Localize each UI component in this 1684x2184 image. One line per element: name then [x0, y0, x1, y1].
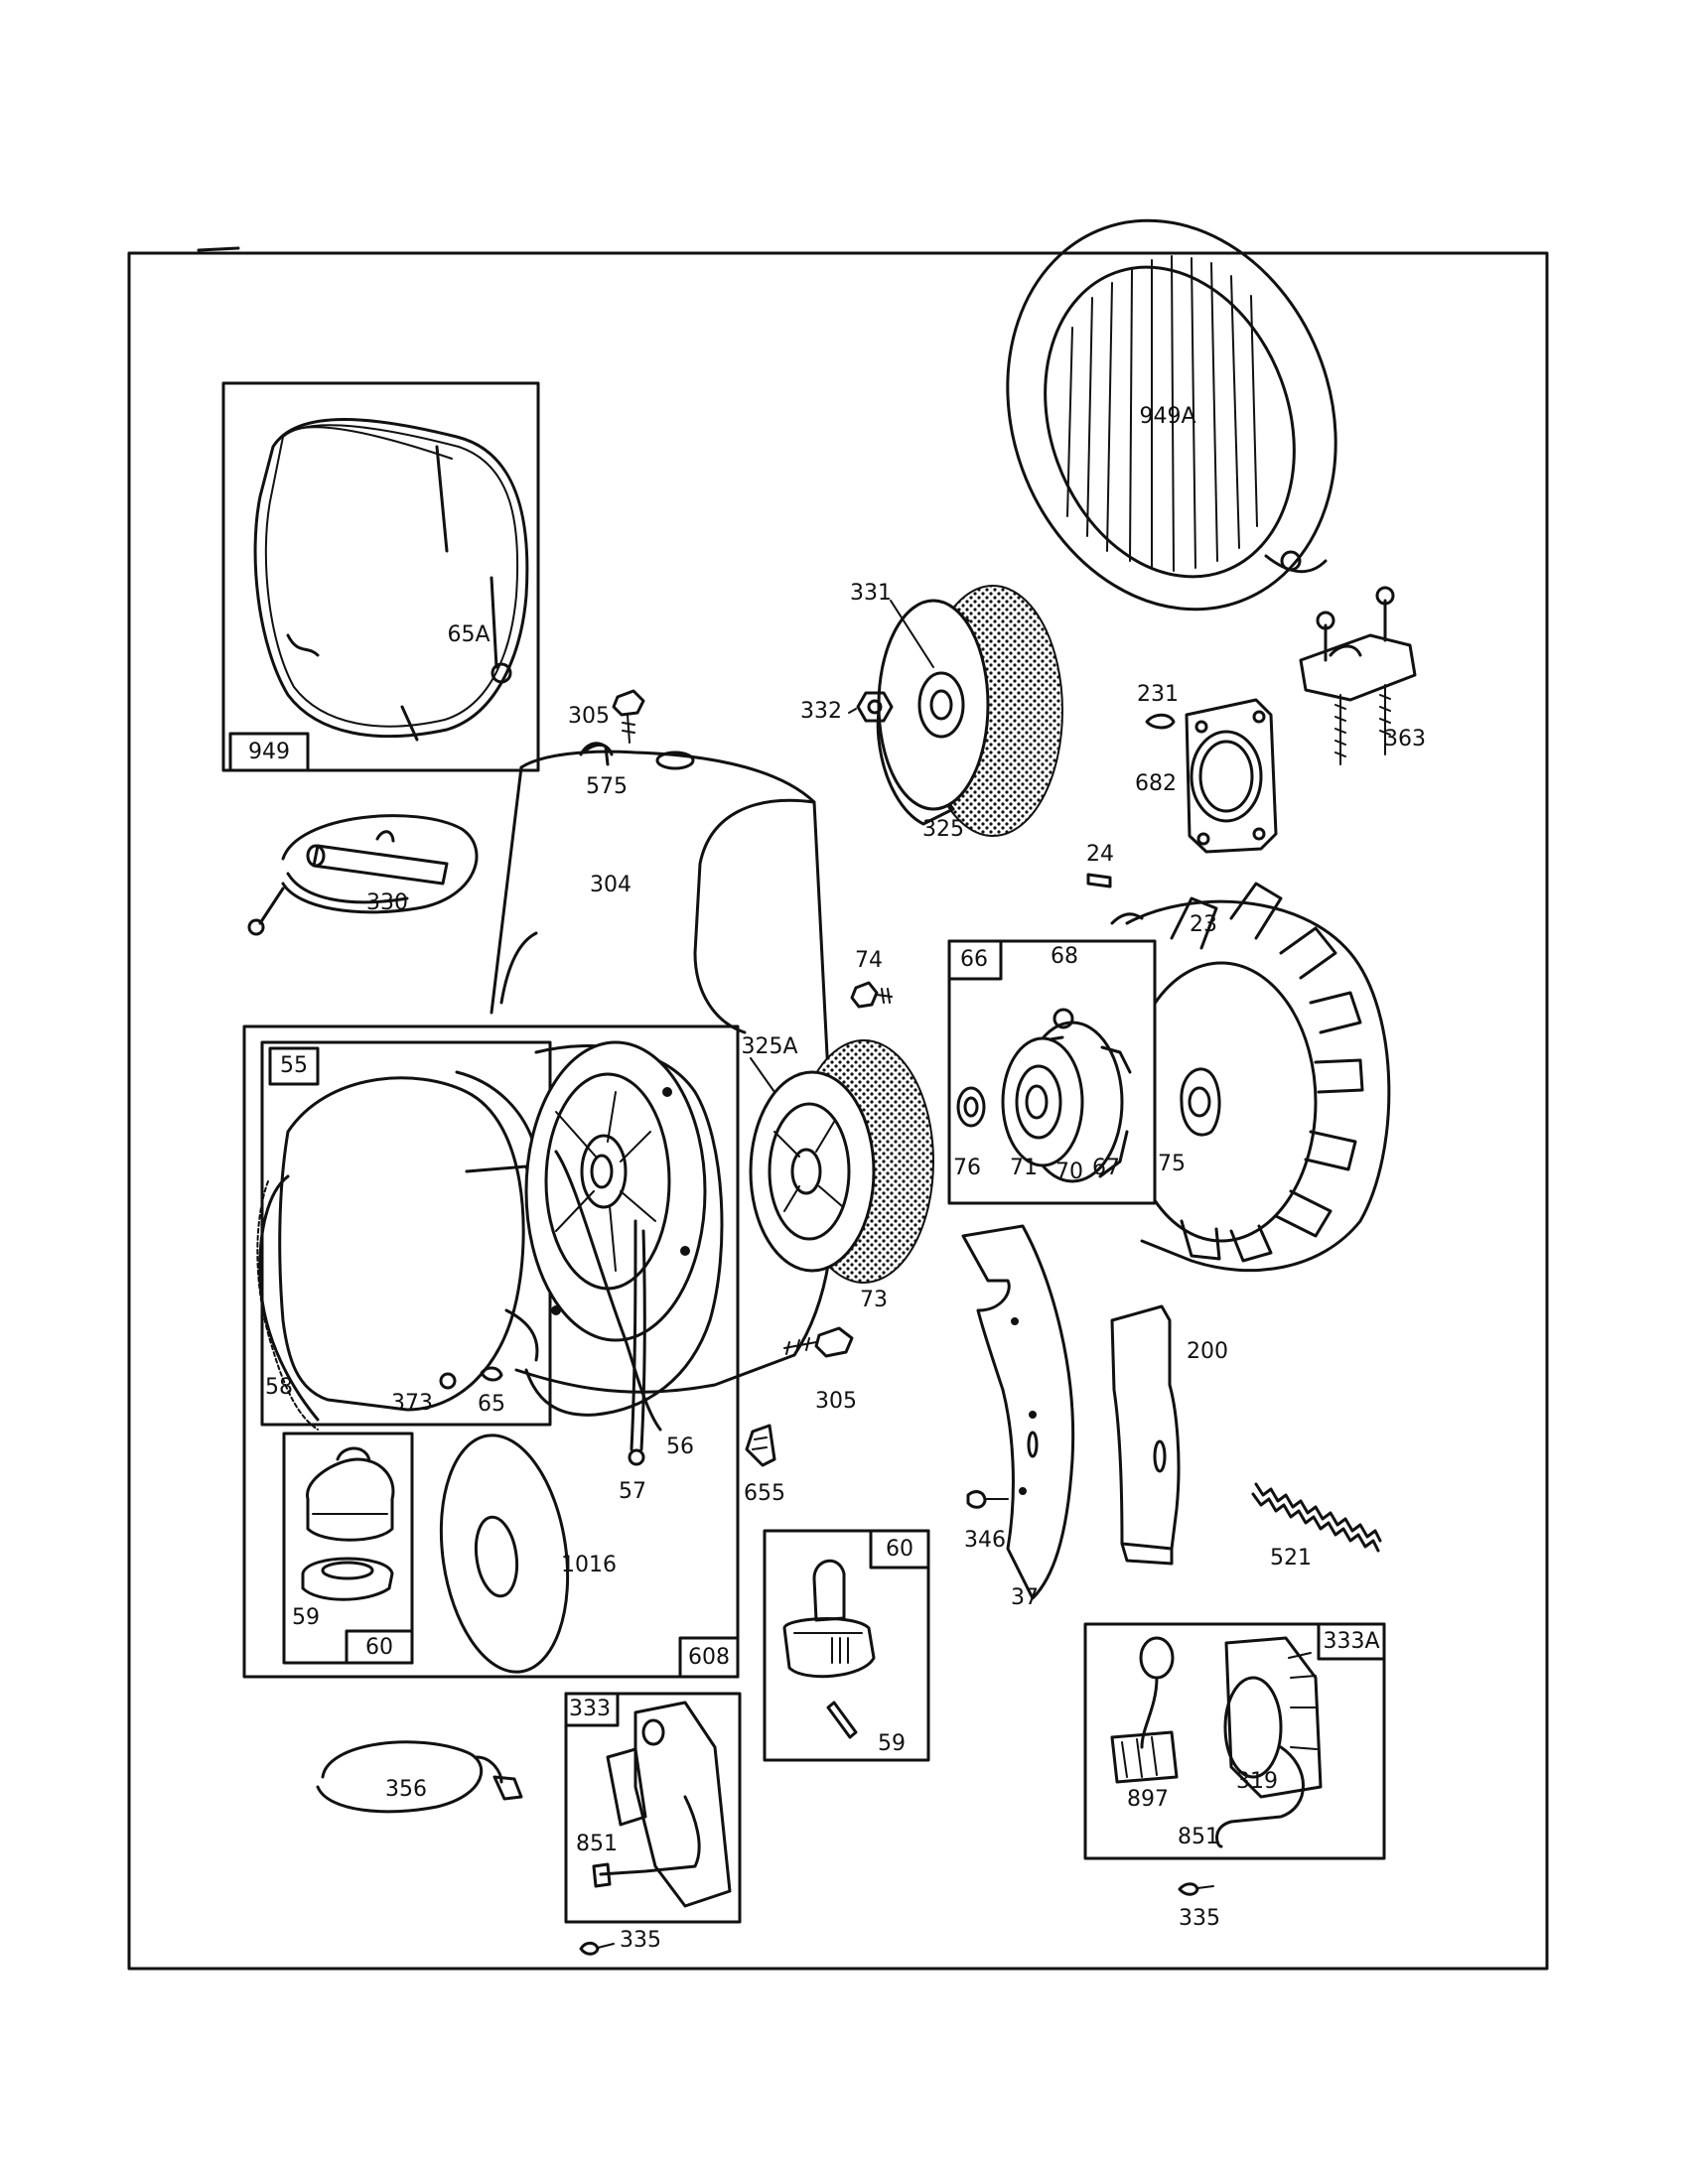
- handle-part: [306, 1457, 395, 1542]
- part-949A: 949A: [1006, 218, 1337, 612]
- label-851-333: 851: [576, 1832, 618, 1856]
- box-label-333: 333: [569, 1697, 611, 1721]
- label-575: 575: [586, 774, 628, 799]
- label-304: 304: [590, 873, 632, 897]
- frame-tick: [197, 246, 240, 252]
- part-305-screw-side: 305 655: [744, 1326, 857, 1506]
- part-23-flywheel: 23 75: [1110, 882, 1391, 1273]
- label-305-top: 305: [568, 704, 610, 729]
- part-356-wire: 356: [316, 1740, 523, 1814]
- label-76: 76: [953, 1156, 981, 1180]
- label-1016: 1016: [561, 1553, 617, 1577]
- box-66: 66 68 76 71 70 67: [947, 939, 1157, 1205]
- part-682-plate: 231 682: [1135, 682, 1278, 854]
- box-label-66: 66: [960, 947, 988, 972]
- starter-cup-part: [278, 1076, 525, 1412]
- label-325A: 325A: [741, 1034, 797, 1059]
- label-363: 363: [1384, 727, 1426, 751]
- box-label-333A: 333A: [1323, 1629, 1379, 1654]
- box-label-60b: 60: [886, 1537, 913, 1562]
- label-521: 521: [1270, 1546, 1312, 1570]
- label-325: 325: [922, 817, 964, 842]
- box-333A: 333A 897 319 851: [1083, 1622, 1386, 1860]
- label-65A: 65A: [447, 622, 490, 647]
- part-305-screw-top: 305: [568, 689, 645, 744]
- part-200-guard: 200: [1110, 1304, 1228, 1566]
- label-23: 23: [1190, 912, 1217, 937]
- part-24-key: 24: [1086, 842, 1114, 888]
- label-335-b: 335: [1179, 1906, 1220, 1931]
- label-346: 346: [964, 1528, 1006, 1553]
- box-label-949: 949: [248, 740, 290, 764]
- label-59-box60: 59: [878, 1731, 906, 1756]
- part-521-spring: 521: [1251, 1482, 1382, 1570]
- label-949A: 949A: [1139, 404, 1195, 429]
- label-65: 65: [478, 1392, 505, 1417]
- label-59-box: 59: [292, 1605, 320, 1630]
- label-200: 200: [1187, 1339, 1228, 1364]
- part-325A-cup: 325A 73: [741, 1034, 934, 1312]
- label-73: 73: [860, 1288, 888, 1312]
- label-75: 75: [1158, 1152, 1186, 1176]
- label-305-side: 305: [815, 1389, 857, 1414]
- box-label-55: 55: [280, 1053, 308, 1078]
- box-333: 333 851: [564, 1692, 742, 1924]
- part-335-screw-a: 335: [579, 1928, 661, 1956]
- part-363-bracket: 363: [1299, 586, 1426, 765]
- label-332: 332: [800, 699, 842, 724]
- label-74: 74: [855, 948, 883, 973]
- label-37: 37: [1011, 1585, 1039, 1610]
- wire-harness-part: [253, 418, 529, 739]
- box-608: 608 55 58 373 65 56 57 60: [242, 1024, 740, 1679]
- label-58: 58: [265, 1375, 293, 1400]
- label-682: 682: [1135, 771, 1177, 796]
- label-68: 68: [1051, 944, 1078, 969]
- label-57: 57: [619, 1479, 646, 1504]
- label-897: 897: [1127, 1787, 1169, 1812]
- part-335-screw-b: 335: [1178, 1882, 1220, 1931]
- diagram-frame: [127, 251, 1549, 1971]
- label-67: 67: [1092, 1156, 1120, 1180]
- part-325-fan: 331 332 325: [800, 581, 1063, 842]
- box-label-60a: 60: [365, 1635, 393, 1660]
- clip-655: [745, 1424, 776, 1467]
- label-319: 319: [1236, 1769, 1278, 1794]
- box-949: 949 65A: [221, 381, 540, 772]
- label-70: 70: [1055, 1160, 1083, 1184]
- part-330-wire: 330: [247, 814, 479, 936]
- part-74-screw: 74: [850, 948, 893, 1009]
- label-851-333A: 851: [1178, 1825, 1219, 1849]
- label-231: 231: [1137, 682, 1179, 707]
- label-335-a: 335: [620, 1928, 661, 1953]
- label-330: 330: [366, 890, 408, 915]
- label-71: 71: [1010, 1156, 1038, 1180]
- part-37-baffle: 37 346: [961, 1224, 1075, 1610]
- box-60b: 60 59: [763, 1529, 930, 1762]
- label-356: 356: [385, 1777, 427, 1802]
- box-label-608: 608: [688, 1645, 730, 1670]
- label-24: 24: [1086, 842, 1114, 867]
- label-56: 56: [666, 1434, 694, 1459]
- label-373: 373: [391, 1391, 433, 1416]
- label-655: 655: [744, 1481, 785, 1506]
- label-331: 331: [850, 581, 892, 606]
